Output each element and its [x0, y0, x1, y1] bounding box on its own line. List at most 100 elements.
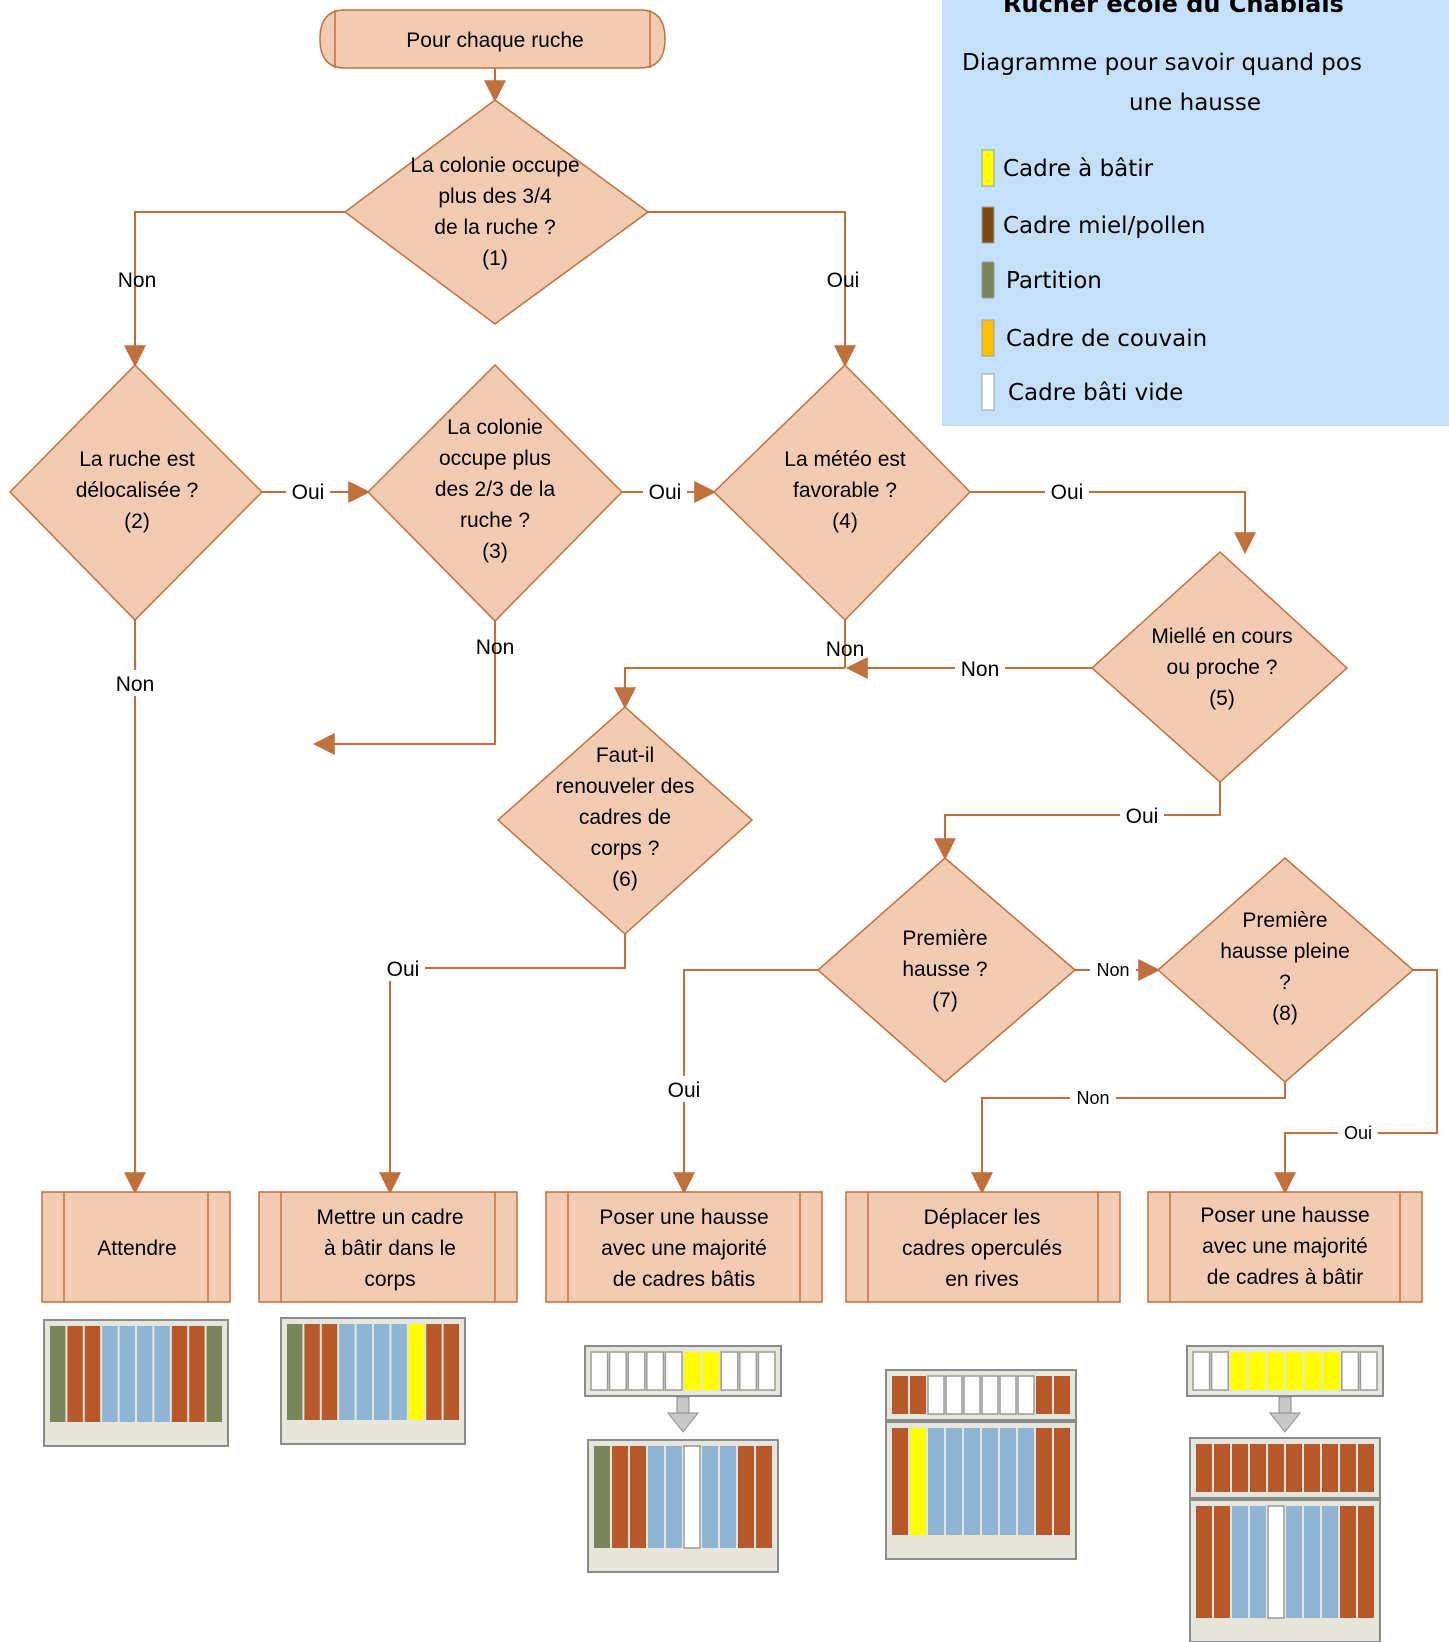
hive-frame-empty: [627, 1351, 646, 1391]
node-text-a3: Poser une hausse: [599, 1206, 768, 1229]
node-text-q8: Première: [1242, 909, 1327, 932]
node-text-a3: avec une majorité: [601, 1237, 767, 1260]
hive-rives_bottom: [885, 1421, 1077, 1560]
hive-frame-brood: [171, 1326, 188, 1422]
hive-frame-honey: [356, 1324, 372, 1420]
decision-q1: [343, 99, 650, 325]
hive-frame-foundation: [1286, 1352, 1303, 1390]
hive-frame-honey: [1018, 1428, 1034, 1535]
hive-frame-partition: [594, 1446, 610, 1548]
action-deplacer-cadres: [845, 1191, 1121, 1303]
hive-frame-foundation: [1267, 1352, 1284, 1390]
edge-q8-no: [971, 1082, 1286, 1195]
hive-frame-empty: [720, 1351, 739, 1391]
hive-frame-brood: [189, 1326, 205, 1422]
hive-frame-brood: [426, 1324, 442, 1420]
hive-frame-honey: [928, 1428, 944, 1535]
hive-abâtir_top: [1186, 1345, 1384, 1397]
label-q5-no: Non: [961, 658, 1000, 681]
node-text-q3: La colonie: [447, 416, 543, 439]
node-text-q3: (3): [482, 540, 508, 563]
node-text-a1: Attendre: [97, 1237, 176, 1260]
hive-frame-empty: [927, 1375, 945, 1415]
hive-frame-foundation: [1230, 1352, 1247, 1390]
legend-panel: Rucher école du Chablais Diagramme pour …: [942, 0, 1449, 426]
hive-frame-partition: [287, 1324, 303, 1420]
hive-frame-brood: [630, 1446, 646, 1548]
label-q2-yes: Oui: [292, 481, 325, 504]
node-text-q1: La colonie occupe: [410, 154, 579, 177]
hive-frame-empty: [945, 1375, 963, 1415]
node-text-q7: (7): [932, 989, 958, 1012]
node-text-q6: corps ?: [591, 837, 660, 860]
hive-frame-foundation: [1304, 1352, 1322, 1390]
node-text-q7: hausse ?: [902, 958, 987, 981]
hive-frame-brood: [1214, 1506, 1230, 1618]
label-q1-no: Non: [118, 269, 157, 292]
node-text-q4: La météo est: [784, 448, 906, 471]
hive-frame-brood: [1232, 1444, 1248, 1492]
hive-frame-brood: [67, 1326, 83, 1422]
grey-arrows: [666, 1396, 1302, 1433]
legend-background: [942, 0, 1449, 426]
node-text-q8: ?: [1279, 971, 1291, 994]
hive-frame-brood: [1340, 1506, 1356, 1618]
hive-frame-honey: [1000, 1428, 1016, 1535]
edge-q6-yes: [379, 934, 626, 1195]
hive-frame-foundation: [702, 1352, 720, 1390]
hive-frame-empty: [664, 1351, 683, 1391]
hive-frame-empty: [590, 1351, 609, 1391]
label-q2-no: Non: [116, 673, 155, 696]
decision-q6: [496, 705, 754, 936]
hive-frame-honey: [1304, 1506, 1320, 1618]
hive-abâtir_mid: [1189, 1437, 1381, 1499]
node-text-q1: (1): [482, 247, 508, 270]
legend-title: Rucher école du Chablais: [1003, 0, 1344, 18]
node-text-q1: plus des 3/4: [438, 185, 552, 208]
hive-frame-brood: [1054, 1376, 1070, 1414]
legend-swatch: [981, 373, 995, 411]
node-text-q4: favorable ?: [793, 479, 897, 502]
hive-frame-brood: [1250, 1444, 1266, 1492]
hive-frame-brood: [1036, 1428, 1052, 1535]
hive-frame-empty: [757, 1351, 776, 1391]
hive-rives_top: [885, 1369, 1077, 1421]
hive-frame-brood: [1214, 1444, 1230, 1492]
edge-to-q6: [614, 667, 845, 710]
hive-frame-brood: [1036, 1376, 1052, 1414]
hive-frame-empty: [608, 1351, 627, 1391]
legend-item-label: Cadre bâti vide: [1008, 380, 1183, 406]
hive-bâtis_top: [584, 1345, 782, 1397]
edge-q4-yes: [970, 491, 1256, 555]
nodes: [8, 9, 1423, 1303]
hive-frame-empty: [1267, 1505, 1285, 1619]
edge-labels: Non Oui Oui Oui Oui Non Non Non Non Oui …: [110, 269, 1378, 1145]
node-text-q8: hausse pleine: [1220, 940, 1350, 963]
hive-frame-honey: [1286, 1506, 1302, 1618]
hive-frame-honey: [1322, 1506, 1338, 1618]
hive-frame-empty: [1017, 1375, 1035, 1415]
node-text-q2: La ruche est: [79, 448, 195, 471]
node-text-q3: ruche ?: [460, 509, 530, 532]
hive-frame-empty: [963, 1375, 981, 1415]
label-q8-yes: Oui: [1344, 1123, 1372, 1143]
hive-frame-foundation: [408, 1324, 425, 1420]
hive-frame-honey: [339, 1324, 355, 1420]
legend-subtitle-line2: une hausse: [1129, 90, 1261, 116]
node-text-a4: cadres operculés: [902, 1237, 1062, 1260]
node-text-q4: (4): [832, 510, 858, 533]
action-mettre-cadre: [258, 1191, 518, 1303]
node-text-q3: des 2/3 de la: [435, 478, 556, 501]
hive-frame-empty: [739, 1351, 758, 1391]
label-q1-yes: Oui: [827, 269, 860, 292]
hive-frame-honey: [374, 1324, 390, 1420]
node-text-q5: Miellé en cours: [1151, 625, 1292, 648]
hive-frame-partition: [50, 1326, 66, 1422]
edge-q8-yes: [1274, 969, 1438, 1195]
label-q4-yes: Oui: [1051, 481, 1084, 504]
hive-frame-empty: [999, 1375, 1017, 1415]
action-attendre: [41, 1191, 231, 1303]
node-text-a4: en rives: [945, 1268, 1019, 1291]
hive-frame-brood: [1196, 1444, 1212, 1492]
legend-swatch: [981, 206, 995, 244]
